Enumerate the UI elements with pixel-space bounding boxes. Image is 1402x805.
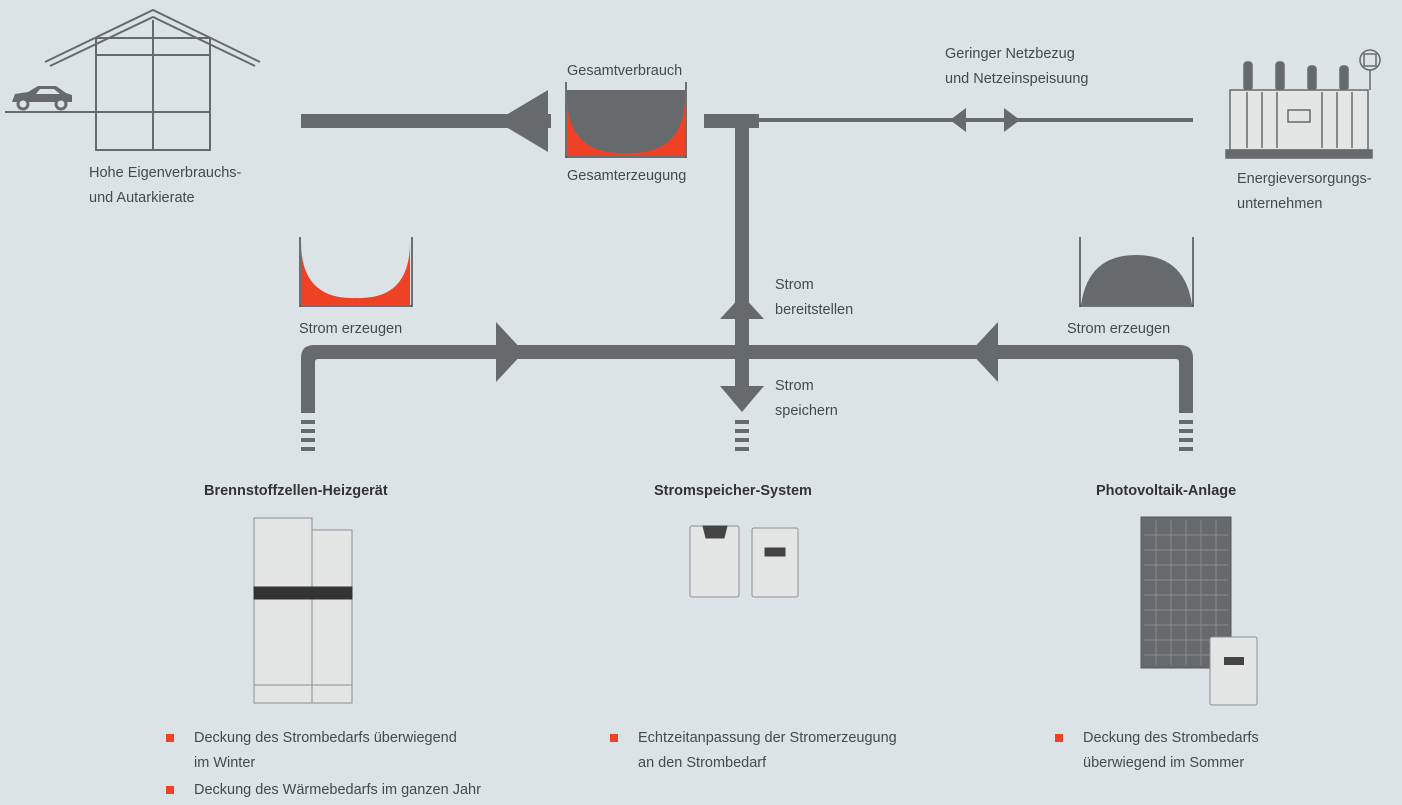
flow-to-house	[301, 90, 551, 152]
list-item: Echtzeitanpassung der Stromerzeugung an …	[610, 726, 970, 776]
fuel-cell-title: Brennstoffzellen-Heizgerät	[204, 483, 388, 499]
vertical-trunk	[720, 114, 764, 412]
bullet-square-icon	[1055, 734, 1063, 742]
bullet-square-icon	[610, 734, 618, 742]
house-label: Hohe Eigenverbrauchs- und Autarkierate	[89, 165, 242, 206]
pv-chart-icon	[1079, 237, 1194, 307]
pv-bullets: Deckung des Strombedarfs überwiegend im …	[1055, 726, 1375, 778]
fuel-cell-generate-label: Strom erzeugen	[299, 321, 403, 337]
list-item: Deckung des Strombedarfs überwiegend im …	[166, 726, 566, 776]
storage-bullets: Echtzeitanpassung der Stromerzeugung an …	[610, 726, 970, 778]
bullet-square-icon	[166, 786, 174, 794]
total-chart-icon	[565, 82, 687, 158]
grid-exchange-label: Geringer Netzbezug und Netzeinspeisuung	[945, 46, 1089, 87]
store-label: Strom speichern	[775, 378, 838, 419]
fuel-cell-bullets: Deckung des Strombedarfs überwiegend im …	[166, 726, 566, 805]
list-item: Deckung des Wärmebedarfs im ganzen Jahr	[166, 778, 566, 803]
fuel-cell-chart-icon	[299, 237, 413, 307]
provide-label: Strom bereitstellen	[775, 277, 854, 318]
horizontal-bus	[301, 322, 1193, 451]
bullet-square-icon	[166, 734, 174, 742]
grid-exchange-line	[704, 108, 1193, 132]
car-icon	[12, 86, 72, 111]
transformer-icon	[1225, 49, 1381, 159]
total-generation-label: Gesamterzeugung	[567, 168, 687, 184]
pv-panel-device	[1140, 516, 1258, 706]
storage-title: Stromspeicher-System	[654, 483, 812, 499]
list-item: Deckung des Strombedarfs überwiegend im …	[1055, 726, 1375, 776]
storage-system-device	[689, 525, 799, 598]
pv-title: Photovoltaik-Anlage	[1096, 483, 1237, 499]
utility-label: Energieversorgungs- unternehmen	[1237, 171, 1372, 212]
fuel-cell-heater-device	[253, 517, 353, 704]
house-illustration	[5, 8, 261, 151]
pv-generate-label: Strom erzeugen	[1067, 321, 1171, 337]
total-consumption-label: Gesamtverbrauch	[567, 63, 683, 79]
